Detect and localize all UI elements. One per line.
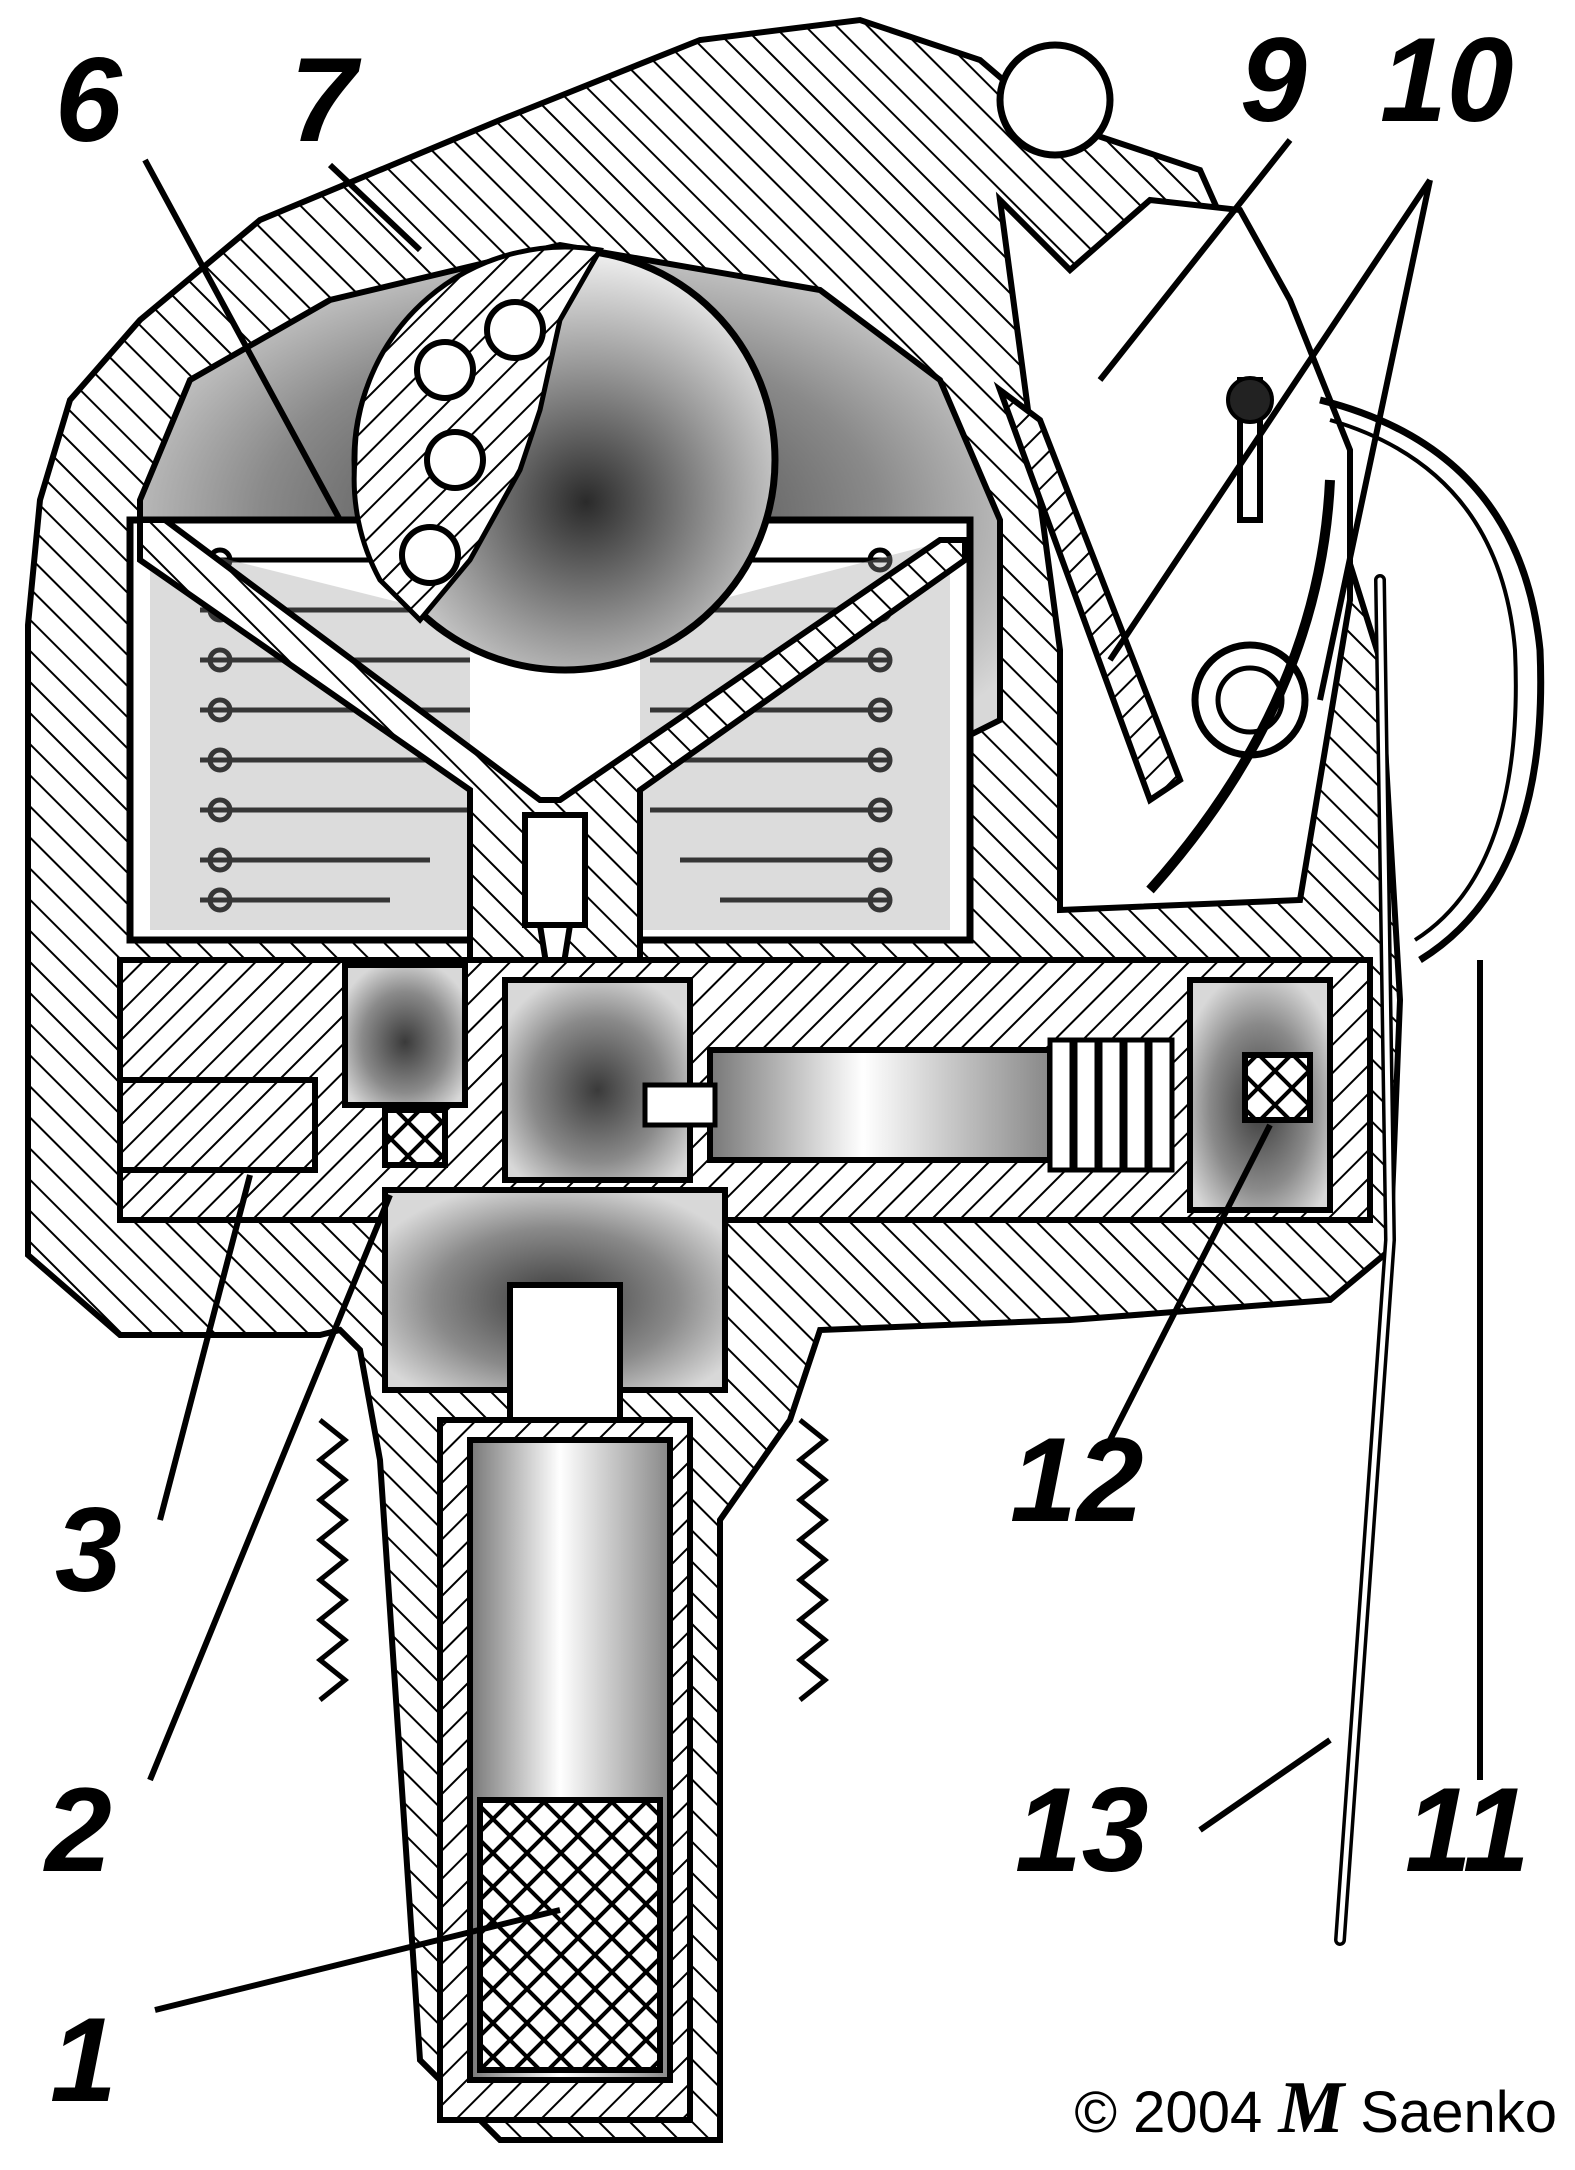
leader-1 — [154, 1907, 561, 2013]
left-screw — [117, 1077, 318, 1173]
wire-spring — [1146, 479, 1335, 894]
signature-monogram: M — [1278, 2067, 1345, 2149]
outer-cover-inner — [1329, 418, 1518, 942]
inlet-channel — [342, 962, 468, 1108]
leader-7 — [327, 162, 423, 253]
leader-2 — [147, 1193, 393, 1782]
callout-1: 1 — [50, 1993, 117, 2127]
rod-stub — [642, 1082, 718, 1128]
inlet-threads — [315, 1418, 830, 1702]
callout-3: 3 — [55, 1483, 122, 1617]
leader-3 — [157, 1174, 253, 1521]
leader-13 — [1198, 1737, 1332, 1833]
copyright-year: © 2004 — [1074, 2080, 1263, 2145]
leader-9 — [1097, 138, 1293, 382]
left-seal — [382, 1107, 448, 1168]
float-rod-inner — [1337, 577, 1393, 1943]
leader-6 — [142, 158, 343, 522]
callout-11: 11 — [1405, 1763, 1530, 1897]
leader-12 — [1107, 1123, 1273, 1442]
thread-rings — [1047, 1037, 1175, 1173]
lever-arm — [993, 381, 1184, 805]
callout-7: 7 — [290, 33, 357, 167]
callout-12: 12 — [1010, 1413, 1144, 1547]
central-block — [502, 977, 693, 1183]
copyright-credit: © 2004 M Saenko — [1074, 2071, 1557, 2145]
filter-element — [477, 1797, 663, 2073]
right-seal — [1242, 1052, 1313, 1123]
inlet-pin — [507, 1282, 623, 1438]
callout-10: 10 — [1380, 13, 1514, 147]
spring-shade — [150, 540, 950, 930]
callout-2: 2 — [45, 1763, 112, 1897]
top-pivot — [996, 41, 1114, 159]
callout-13: 13 — [1015, 1763, 1149, 1897]
valve-rod — [707, 1047, 1053, 1163]
pin-head — [1226, 376, 1274, 424]
leader-10b — [1317, 179, 1433, 701]
outer-cover — [1319, 396, 1545, 963]
copyright-name: Saenko — [1360, 2080, 1557, 2145]
leader-10a — [1107, 178, 1433, 662]
callout-9: 9 — [1240, 13, 1307, 147]
ball-bearings — [399, 299, 546, 586]
needle-body — [522, 812, 588, 928]
callout-6: 6 — [55, 33, 122, 167]
leader-lines — [142, 138, 1483, 2013]
